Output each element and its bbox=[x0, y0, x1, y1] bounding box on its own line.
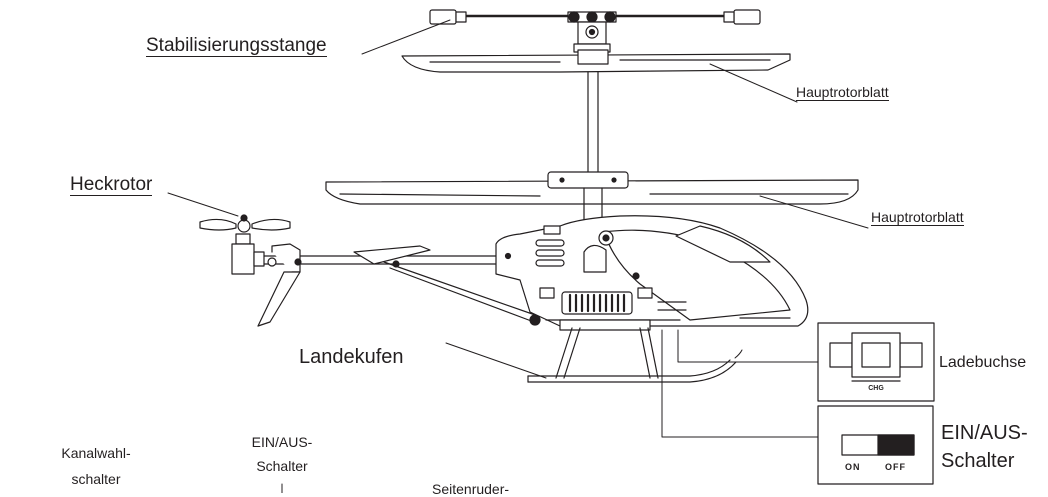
rudder-trim-label-line1: Seitenruder- bbox=[432, 481, 510, 497]
switch-off-label: OFF bbox=[885, 462, 906, 472]
channel-switch-label-line1: Kanalwahl- bbox=[61, 445, 131, 461]
tail-rotor bbox=[199, 214, 291, 275]
main-rotor-upper-label: Hauptrotorblatt bbox=[796, 84, 889, 101]
upper-main-rotor bbox=[401, 49, 791, 73]
fuselage bbox=[495, 215, 809, 331]
tail-boom bbox=[257, 243, 541, 327]
main-shaft bbox=[587, 71, 599, 173]
main-rotor-lower-label: Hauptrotorblatt bbox=[871, 209, 964, 226]
power-switch-label-line2: Schalter bbox=[941, 450, 1015, 472]
lower-main-rotor bbox=[325, 171, 859, 223]
charging-port-inset bbox=[817, 322, 935, 402]
stabilizer-bar-label: Stabilisierungsstange bbox=[146, 35, 327, 57]
landing-skids-label: Landekufen bbox=[299, 346, 404, 368]
power-switch-label-line1: EIN/AUS- bbox=[941, 422, 1028, 444]
chg-label: CHG bbox=[868, 385, 884, 392]
charging-port-label: Ladebuchse bbox=[939, 354, 1027, 371]
landing-skids bbox=[527, 327, 737, 383]
remote-power-label-line1: EIN/AUS- bbox=[251, 434, 313, 450]
tail-rotor-label: Heckrotor bbox=[70, 174, 153, 196]
leader-lines bbox=[167, 19, 869, 493]
stabilizer-bar bbox=[429, 9, 761, 53]
channel-switch-label-line2: schalter bbox=[71, 471, 121, 487]
power-switch-inset bbox=[817, 405, 934, 485]
remote-power-label-line2: Schalter bbox=[256, 458, 308, 474]
switch-on-label: ON bbox=[845, 462, 861, 472]
